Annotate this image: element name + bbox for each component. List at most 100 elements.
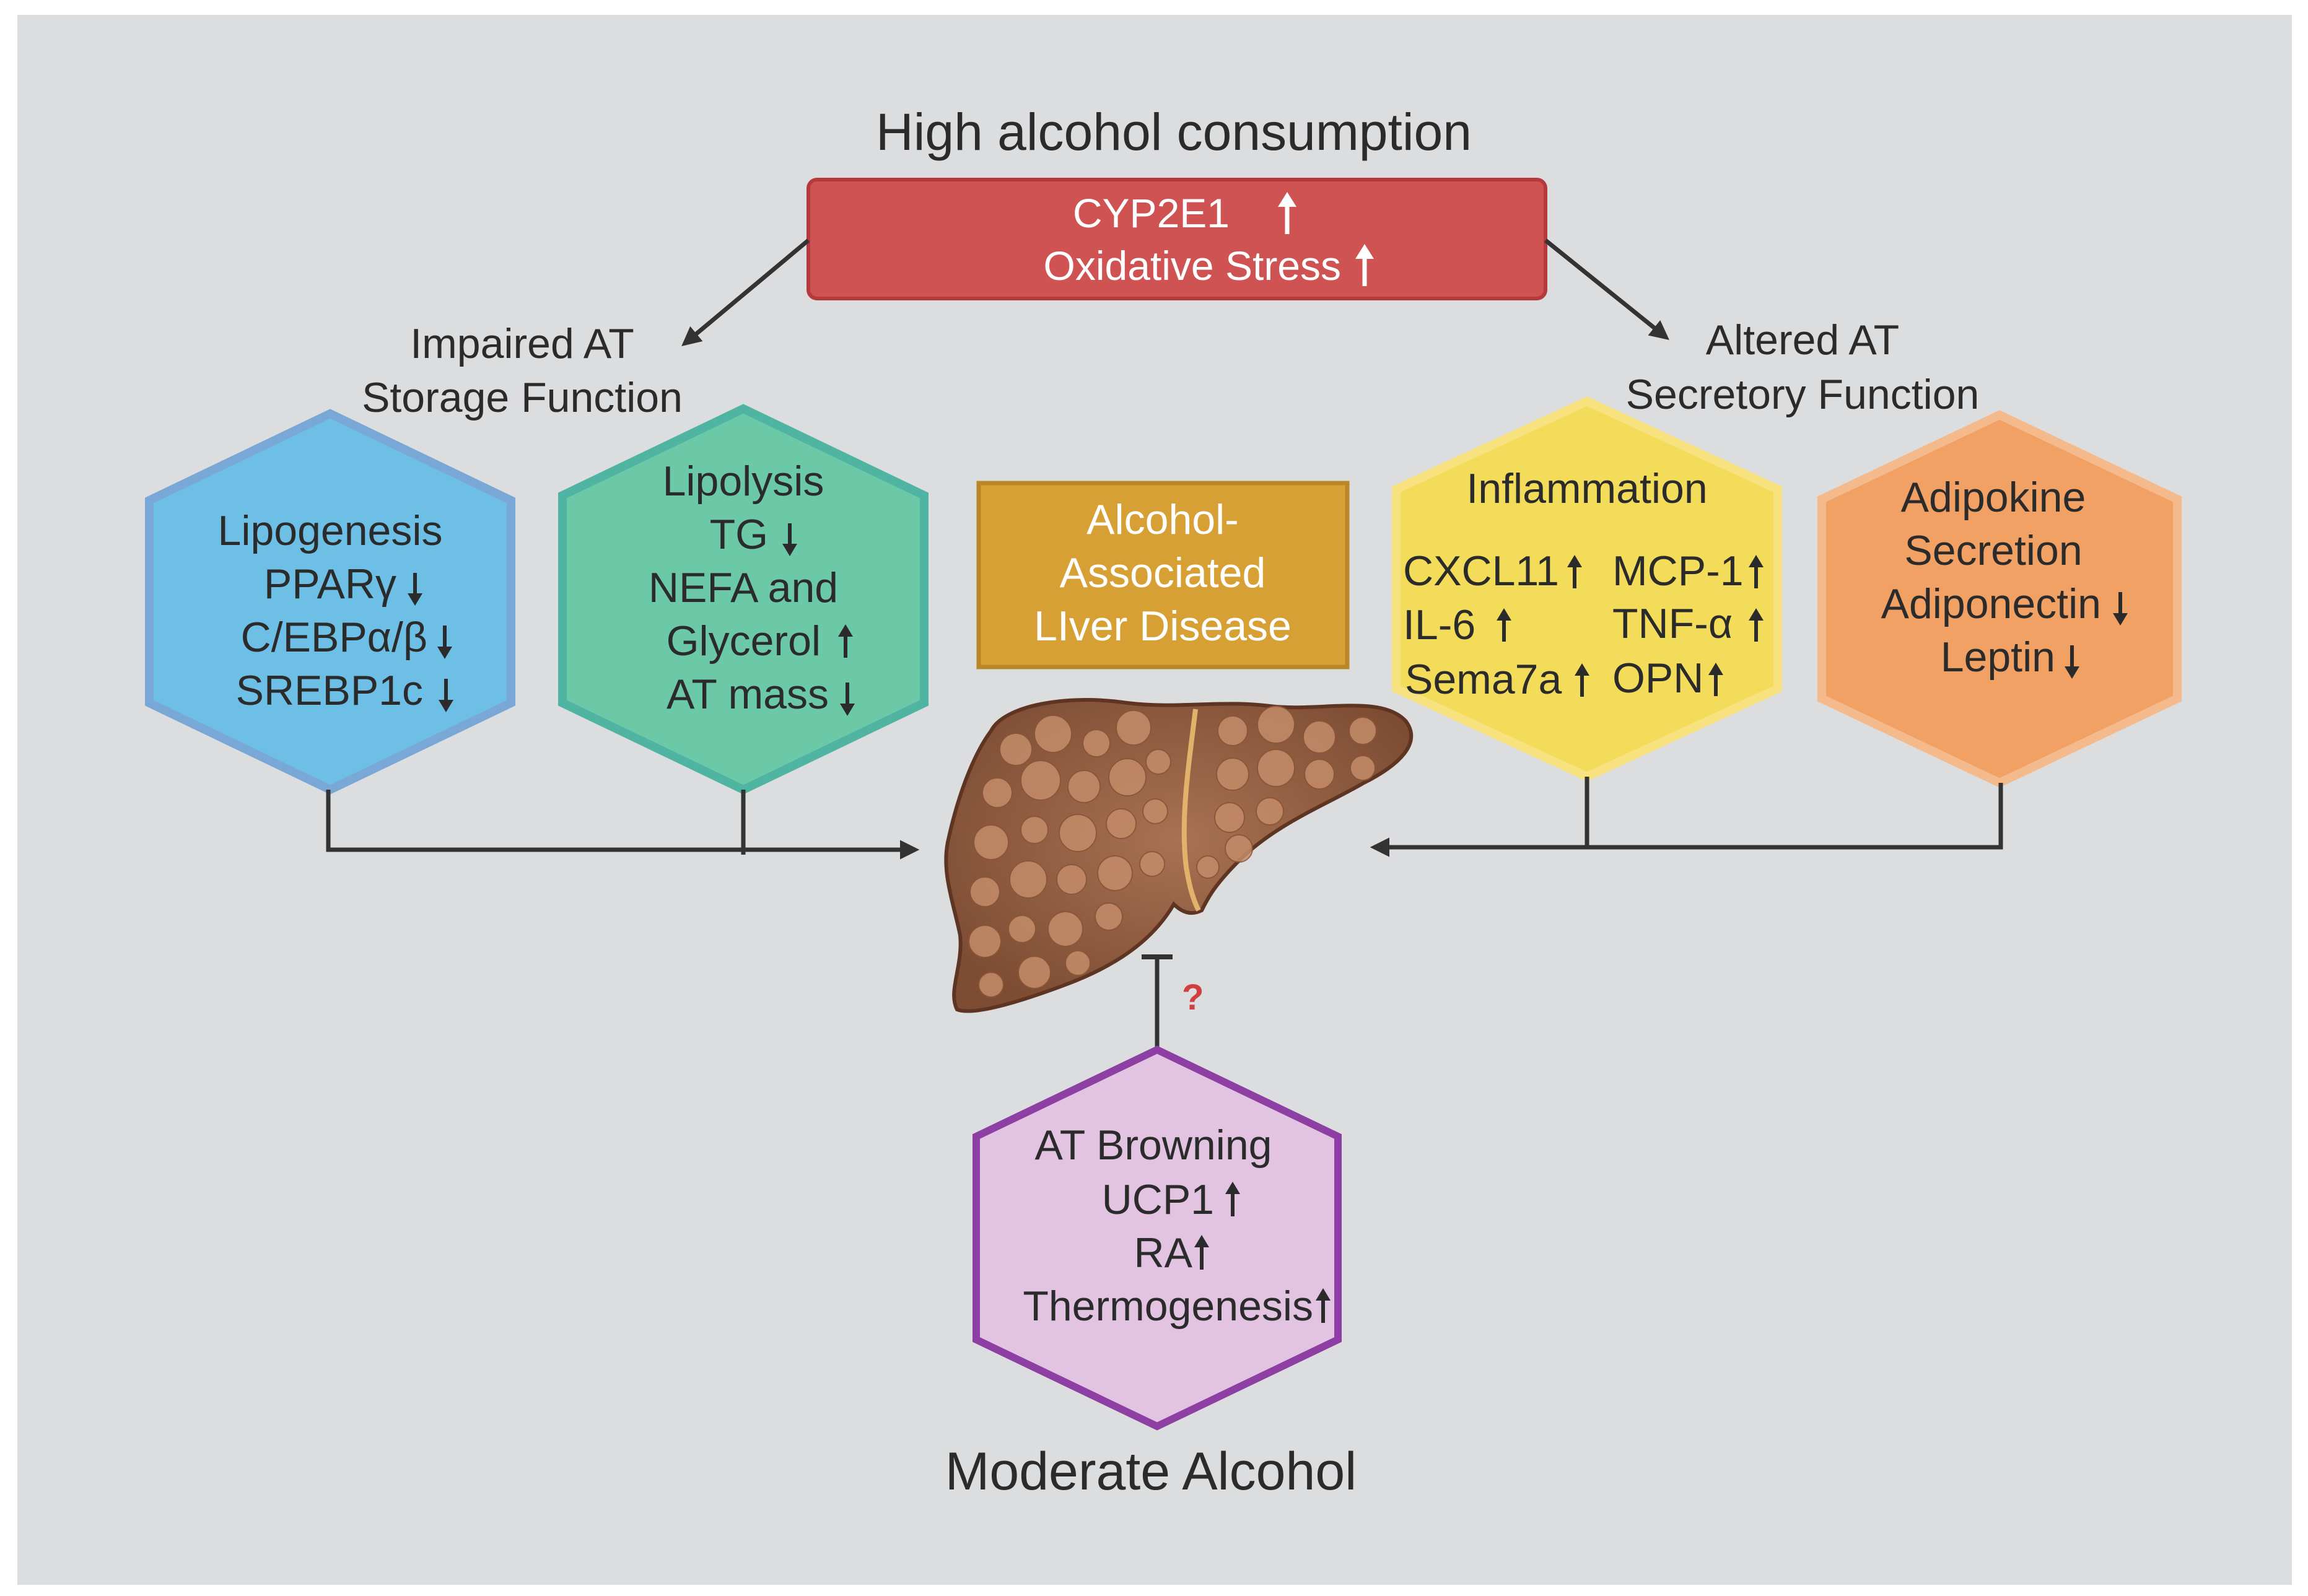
arrow-to-storage [681,238,810,347]
il6-up-arrow-icon [1497,608,1511,642]
leptin-label: Leptin [1941,634,2055,681]
storage-label-line2: Storage Function [362,374,683,421]
sema7a-up-arrow-icon [1575,663,1589,697]
cyp2e1-up-arrow-icon [1278,192,1296,234]
right-connector [1370,783,2003,857]
tg-down-arrow-icon [782,523,797,556]
liver-nodule [1047,911,1083,947]
oxidative-stress-box [806,178,1547,300]
liver-nodule [973,824,1009,860]
cxcl11-label: CXCL11 [1403,547,1559,595]
aald-line3: LIver Disease [1034,603,1292,650]
liver-nodule [1020,760,1061,801]
liver-nodule [1095,902,1123,931]
aald-line2: Associated [1060,549,1266,596]
liver-nodule [1257,749,1295,787]
opn-label: OPN [1612,655,1703,702]
liver-nodule [1020,816,1049,844]
ucp1-up-arrow-icon [1225,1182,1240,1216]
nefa-label: NEFA and [649,564,838,611]
liver-nodule [1217,715,1248,746]
lipolysis-title: Lipolysis [663,458,824,505]
sema7a-label: Sema7a [1405,656,1562,703]
liver-nodule [1018,956,1051,989]
storage-label-line1: Impaired AT [410,320,634,367]
liver-nodule [1225,834,1253,863]
liver-nodule [1303,720,1336,754]
liver-nodule [1349,717,1377,745]
oxidative-stress-up-arrow-icon [1355,244,1374,286]
cebp-label: C/EBPα/β [241,614,427,661]
liver-nodule [1145,749,1171,775]
liver-nodule [1257,705,1295,744]
il6-label: IL-6 [1403,601,1475,648]
liver-nodule [1056,864,1087,895]
left-connector [326,790,920,860]
cyp2e1-label: CYP2E1 [1073,190,1230,236]
liver-nodule [1108,758,1147,796]
liver-nodule [1097,855,1133,891]
opn-up-arrow-icon [1708,663,1723,696]
liver-nodule [1214,802,1245,833]
liver-nodule [1106,808,1137,839]
mcp1-label: MCP-1 [1612,547,1744,595]
srebp1c-down-arrow-icon [439,679,453,712]
browning-title: AT Browning [1035,1122,1272,1169]
lipogenesis-title: Lipogenesis [218,507,443,554]
inflammation-title: Inflammation [1466,465,1707,512]
liver-nodule [1216,757,1249,791]
leptin-down-arrow-icon [2065,645,2079,679]
aald-line1: Alcohol- [1086,496,1239,543]
ra-label: RA [1134,1229,1193,1276]
tnfa-up-arrow-icon [1749,608,1764,642]
liver-nodule [1065,950,1091,976]
adiponectin-label: Adiponectin [1881,580,2101,627]
liver-nodule [1059,814,1097,852]
pparg-down-arrow-icon [408,573,422,606]
liver-nodule [1139,851,1165,877]
browning-hexagon [973,1045,1342,1431]
arrow-to-secretory [1544,238,1669,340]
liver-nodule [969,876,1000,907]
oxidative-stress-label: Oxidative Stress [1044,243,1342,289]
at-mass-down-arrow-icon [840,682,855,716]
liver-nodule [1196,855,1220,879]
adiponectin-down-arrow-icon [2113,592,2128,626]
tg-label: TG [710,511,768,558]
moderate-alcohol-label: Moderate Alcohol [945,1442,1357,1501]
cebp-down-arrow-icon [437,626,452,659]
liver-nodule [1067,770,1101,803]
liver-nodule [1304,759,1335,790]
adipokine-title-line2: Secretion [1904,527,2082,574]
liver-nodule [1350,755,1376,781]
pparg-label: PPARγ [264,560,396,608]
cxcl11-up-arrow-icon [1567,555,1582,588]
liver-nodule [1256,797,1284,826]
liver-nodule [1116,710,1152,746]
at-mass-label: AT mass [667,671,829,718]
liver-nodule [1142,798,1168,824]
srebp1c-label: SREBP1c [236,667,423,714]
secretory-label-line1: Altered AT [1706,316,1899,364]
liver-nodule [968,925,1002,958]
liver-nodule [1034,715,1072,753]
ucp1-label: UCP1 [1102,1176,1214,1223]
secretory-label-line2: Secretory Function [1626,371,1980,418]
liver-nodule [999,733,1033,766]
adipokine-title-line1: Adipokine [1901,474,2086,521]
thermogenesis-label: Thermogenesis [1023,1283,1313,1330]
top-title: High alcohol consumption [876,103,1472,161]
mcp1-up-arrow-icon [1749,555,1764,588]
ra-up-arrow-icon [1194,1235,1209,1270]
liver-icon [944,698,1414,1013]
thermogenesis-up-arrow-icon [1316,1288,1331,1323]
glycerol-label: Glycerol [667,617,821,665]
liver-nodule [978,972,1004,998]
aald-box [976,481,1350,669]
liver-nodule [982,777,1013,808]
question-mark: ? [1182,977,1204,1018]
liver-nodule [1009,860,1047,899]
glycerol-up-arrow-icon [838,624,853,658]
